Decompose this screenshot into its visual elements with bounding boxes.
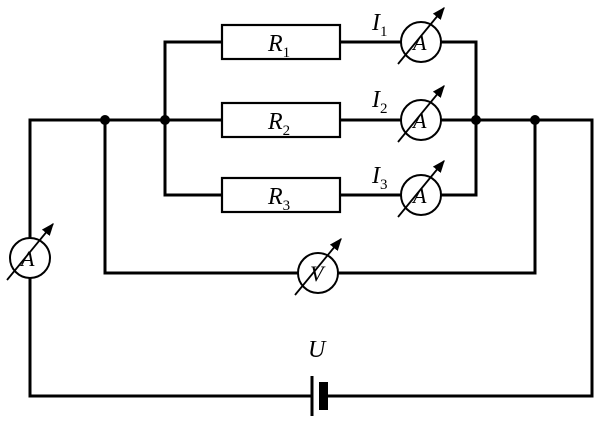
svg-text:R1: R1: [267, 31, 290, 61]
junction-dot: [100, 115, 110, 125]
battery-source: U: [308, 337, 328, 416]
wire-bottom-left: [28, 276, 314, 398]
current-label-i2: I2: [371, 87, 388, 117]
battery-short-plate: [319, 382, 328, 410]
resistor-r3: R3: [220, 176, 342, 214]
current-label-i3: I3: [371, 163, 388, 193]
junction-dot: [530, 115, 540, 125]
svg-text:A: A: [411, 30, 427, 55]
resistor-r2: R2: [220, 101, 342, 139]
svg-text:A: A: [19, 246, 35, 271]
source-label: U: [308, 337, 327, 363]
resistor-r1: R1: [220, 23, 342, 61]
junction-dot: [160, 115, 170, 125]
wire-voltmeter-right: [336, 118, 537, 275]
svg-text:V: V: [310, 261, 326, 286]
wire-voltmeter-left: [103, 118, 300, 275]
svg-text:A: A: [411, 183, 427, 208]
current-label-i1: I1: [371, 10, 388, 40]
junctions: [100, 115, 540, 125]
junction-dot: [471, 115, 481, 125]
svg-text:R3: R3: [267, 184, 290, 214]
svg-text:A: A: [411, 108, 427, 133]
wire-top-right: [323, 118, 594, 398]
voltmeter: V: [294, 238, 342, 296]
ammeter-branch-3: A: [397, 160, 445, 218]
ammeter-branch-2: A: [397, 85, 445, 143]
ammeter-main: A: [6, 223, 54, 281]
ammeter-branch-1: A: [397, 7, 445, 65]
svg-text:R2: R2: [267, 109, 290, 139]
